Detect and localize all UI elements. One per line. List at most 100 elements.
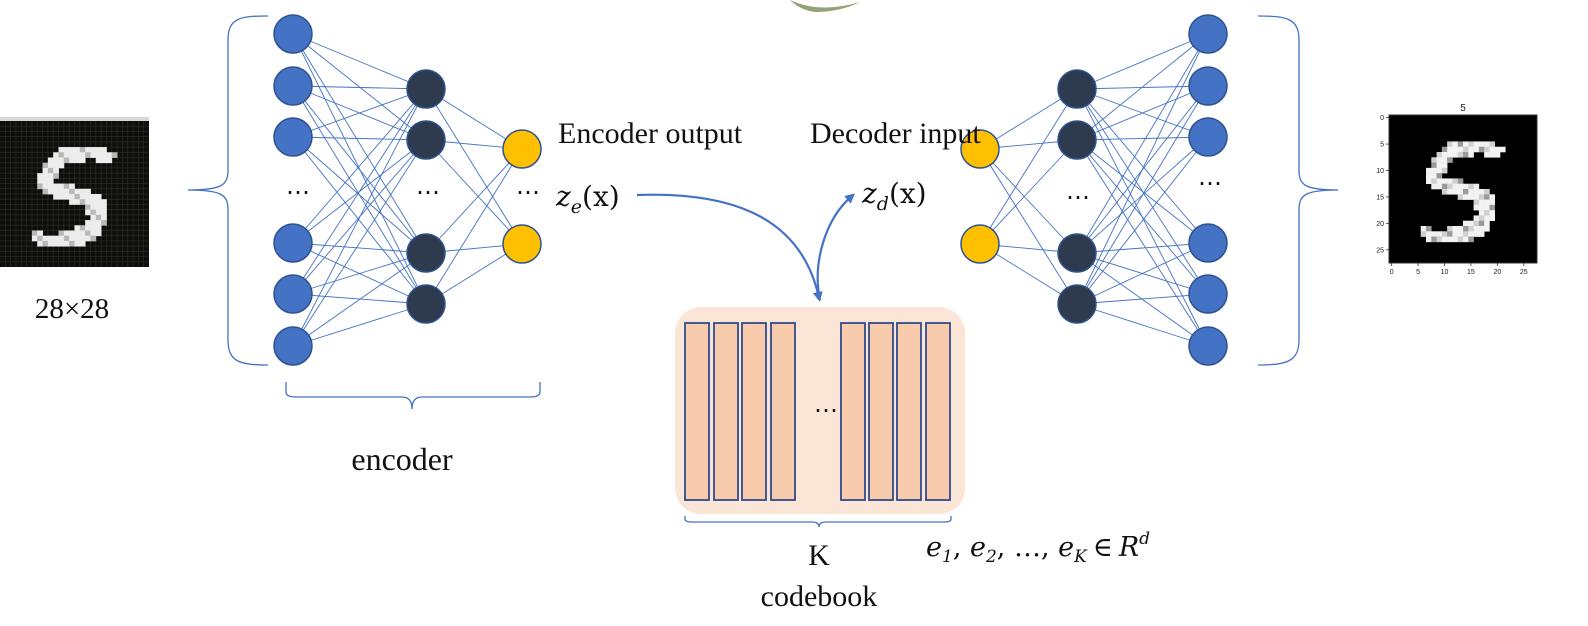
- layer-ellipsis: ⋯: [416, 178, 440, 206]
- output-ytick-label: 0: [1380, 115, 1384, 122]
- encoder-edge: [292, 242, 427, 254]
- encoder-edge: [292, 88, 427, 347]
- codebook-vector: [684, 322, 710, 501]
- decoder-edge: [1076, 88, 1209, 244]
- output-xtick-label: 5: [1416, 269, 1420, 276]
- decoder-output-neuron: [1188, 14, 1228, 54]
- decoder-edge: [979, 139, 1078, 245]
- encoder-edge: [292, 85, 427, 254]
- encoder-edge: [425, 148, 523, 305]
- output-ytick-label: 25: [1376, 247, 1384, 254]
- decoder-edge: [1076, 139, 1209, 295]
- encoder-hidden-neuron: [406, 284, 446, 324]
- layer-ellipsis: ⋯: [1066, 183, 1090, 211]
- codebook: ⋯: [675, 307, 965, 514]
- output-xtick-label: 15: [1467, 269, 1475, 276]
- encoder-latent-neuron: [502, 129, 542, 169]
- decoder-input-formula: zd(x): [861, 177, 927, 215]
- output-brace: [1257, 15, 1339, 366]
- output-ytick-label: 15: [1376, 194, 1384, 201]
- encoder-edge: [292, 139, 427, 347]
- output-xtick-label: 25: [1520, 269, 1528, 276]
- decoder-edge: [979, 88, 1078, 245]
- decoder-edge: [1076, 252, 1209, 347]
- decoder-edge: [1076, 33, 1209, 254]
- output-plot-title: 5: [1460, 103, 1466, 114]
- encoder-input-neuron: [273, 14, 313, 54]
- encoder-brace: [285, 382, 541, 410]
- k-label: K: [808, 539, 830, 572]
- codebook-brace: [684, 516, 952, 528]
- decoder-output-neuron: [1188, 117, 1228, 157]
- input-digit-image: [0, 117, 149, 267]
- layer-ellipsis: ⋯: [516, 178, 540, 206]
- decoder-edge: [979, 148, 1078, 305]
- layer-ellipsis: ⋯: [286, 178, 310, 206]
- encoder-edge: [425, 88, 523, 245]
- input-brace: [187, 15, 269, 366]
- codebook-to-decoder-arrow: [816, 193, 856, 301]
- encoder-label: encoder: [351, 441, 453, 477]
- codebook-ellipsis: ⋯: [814, 396, 838, 424]
- decoder-edge: [1076, 33, 1209, 141]
- decoder-network: [960, 14, 1228, 366]
- encoder-output-formula: ze(x): [555, 180, 620, 218]
- output-ytick-label: 5: [1380, 142, 1384, 149]
- decoder-edge: [1076, 33, 1209, 90]
- encoder-hidden-neuron: [406, 120, 446, 160]
- encoder-network: [273, 14, 542, 366]
- input-size-label: 28×28: [35, 293, 109, 325]
- decoder-edge: [1076, 85, 1209, 305]
- encoder-edge: [292, 303, 427, 347]
- encoder-edge: [292, 33, 427, 141]
- decoder-edge: [1076, 293, 1209, 305]
- codebook-label: codebook: [761, 580, 878, 613]
- encoder-edge: [425, 139, 523, 245]
- encoder-edge: [292, 88, 427, 138]
- decoder-hidden-neuron: [1057, 284, 1097, 324]
- decoder-hidden-neuron: [1057, 233, 1097, 273]
- codebook-vector: [840, 322, 866, 501]
- decoder-edge: [1076, 139, 1209, 347]
- decoder-edge: [979, 148, 1078, 254]
- decoder-edge: [1076, 242, 1209, 305]
- output-xtick-label: 10: [1441, 269, 1449, 276]
- encoder-input-neuron: [273, 326, 313, 366]
- encoder-hidden-neuron: [406, 69, 446, 109]
- codebook-vector: [896, 322, 922, 501]
- output-ytick-label: 20: [1376, 221, 1384, 228]
- top-decoration-image: [790, 0, 860, 12]
- encoder-to-codebook-arrow: [636, 193, 823, 302]
- codebook-formula: e1, e2, …, eK∈Rd: [926, 529, 1150, 567]
- encoder-edge: [292, 136, 427, 141]
- decoder-output-neuron: [1188, 274, 1228, 314]
- encoder-output-label: Encoder output: [558, 117, 743, 150]
- encoder-hidden-neuron: [406, 233, 446, 273]
- decoder-output-neuron: [1188, 66, 1228, 106]
- decoder-output-neuron: [1188, 326, 1228, 366]
- output-xtick-label: 20: [1493, 269, 1501, 276]
- decoder-hidden-neuron: [1057, 120, 1097, 160]
- codebook-vector: [713, 322, 739, 501]
- encoder-edge: [292, 85, 427, 90]
- decoder-edge: [1076, 139, 1209, 244]
- encoder-edge: [292, 88, 427, 244]
- decoder-edge: [1076, 33, 1209, 305]
- codebook-vector: [925, 322, 951, 501]
- encoder-input-neuron: [273, 223, 313, 263]
- decoder-edge: [1076, 85, 1209, 141]
- decoder-output-neuron: [1188, 223, 1228, 263]
- encoder-input-neuron: [273, 117, 313, 157]
- decoder-latent-neuron: [960, 129, 1000, 169]
- encoder-edge: [292, 88, 427, 295]
- output-ytick-label: 10: [1376, 168, 1384, 175]
- encoder-edge: [292, 136, 427, 305]
- encoder-edge: [425, 148, 523, 254]
- decoder-hidden-neuron: [1057, 69, 1097, 109]
- encoder-edge: [292, 33, 427, 90]
- decoder-edge: [1076, 242, 1209, 254]
- encoder-input-neuron: [273, 274, 313, 314]
- decoder-edge: [1076, 136, 1209, 141]
- encoder-edge: [292, 252, 427, 295]
